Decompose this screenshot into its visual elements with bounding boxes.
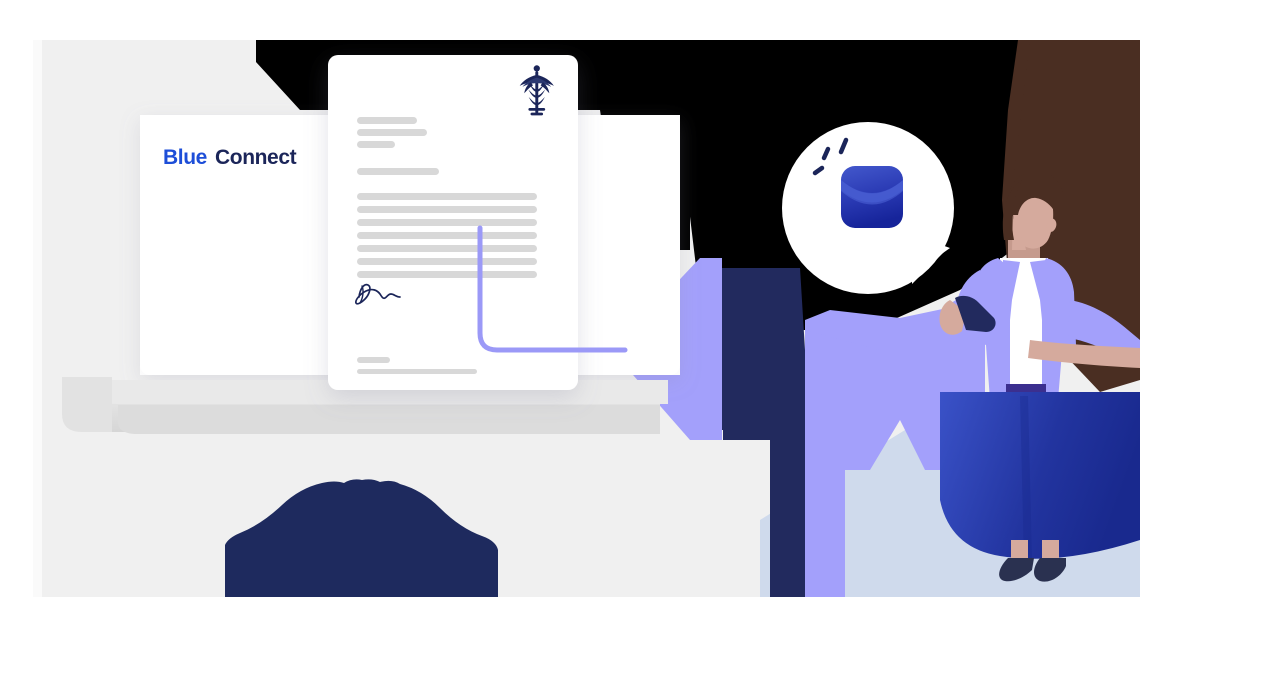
logo-text-blue: Blue (163, 146, 207, 169)
seated-person-silhouette (225, 479, 498, 597)
doc-line-body-7 (357, 271, 537, 278)
arm-right-forearm (1028, 340, 1140, 368)
sparkle-line-2 (821, 146, 831, 161)
face-side (1012, 205, 1026, 250)
silhouette-head-shoulders (225, 479, 498, 597)
laptop-hinge-left (62, 377, 112, 432)
arm-right-sleeve (1068, 300, 1140, 362)
jeans-wide (940, 392, 1140, 559)
blazer-lapel-right (1030, 260, 1048, 340)
doc-line-body-6 (357, 258, 537, 265)
doc-line-body-2 (357, 206, 537, 213)
doc-line-body-4 (357, 232, 537, 239)
shirt-inner (1006, 262, 1046, 392)
blazer-lapel-left (1003, 260, 1020, 340)
shoe-right (1034, 558, 1066, 582)
artwork-group: Blue Connect (33, 40, 1140, 597)
ear (1046, 218, 1057, 232)
belt (1006, 384, 1046, 394)
doc-line-footer-2 (357, 369, 477, 374)
blueconnect-logo: Blue Connect (163, 146, 297, 169)
handwritten-signature (355, 283, 401, 305)
jeans-center-seam (1020, 396, 1032, 560)
doc-line-header-2 (357, 129, 427, 136)
periwinkle-leg-shape (805, 330, 880, 597)
sparkle-line-3 (812, 165, 825, 176)
message-speech-bubble (782, 122, 954, 294)
hair-strand-left (1002, 180, 1022, 240)
ankle-right (1042, 540, 1059, 562)
shoe-left (999, 558, 1034, 582)
doc-line-body-5 (357, 245, 537, 252)
doc-line-subject (357, 168, 439, 175)
doc-line-header-3 (357, 141, 395, 148)
held-object (955, 295, 996, 332)
hair-front (1006, 171, 1064, 235)
doc-line-body-1 (357, 193, 537, 200)
doc-line-body-3 (357, 219, 537, 226)
signature-flow-connector (477, 225, 628, 353)
sparkle-lines (812, 137, 849, 176)
woman-standing-figure (939, 40, 1140, 582)
envelope-flap (841, 180, 903, 205)
laptop-base-front (118, 405, 660, 434)
bubble-tail-2 (899, 230, 950, 280)
document-placeholder-lines (357, 117, 537, 374)
logo-text-connect: Connect (215, 146, 297, 169)
envelope-icon (841, 166, 903, 228)
signed-medical-document (328, 55, 578, 390)
sparkle-line-1 (838, 137, 849, 155)
doc-line-footer-1 (357, 357, 390, 363)
blazer-right (1042, 258, 1076, 400)
caduceus-icon (519, 65, 554, 116)
navy-column-shape-b (722, 268, 805, 597)
doc-line-header-1 (357, 117, 417, 124)
ankle-left (1011, 540, 1028, 562)
